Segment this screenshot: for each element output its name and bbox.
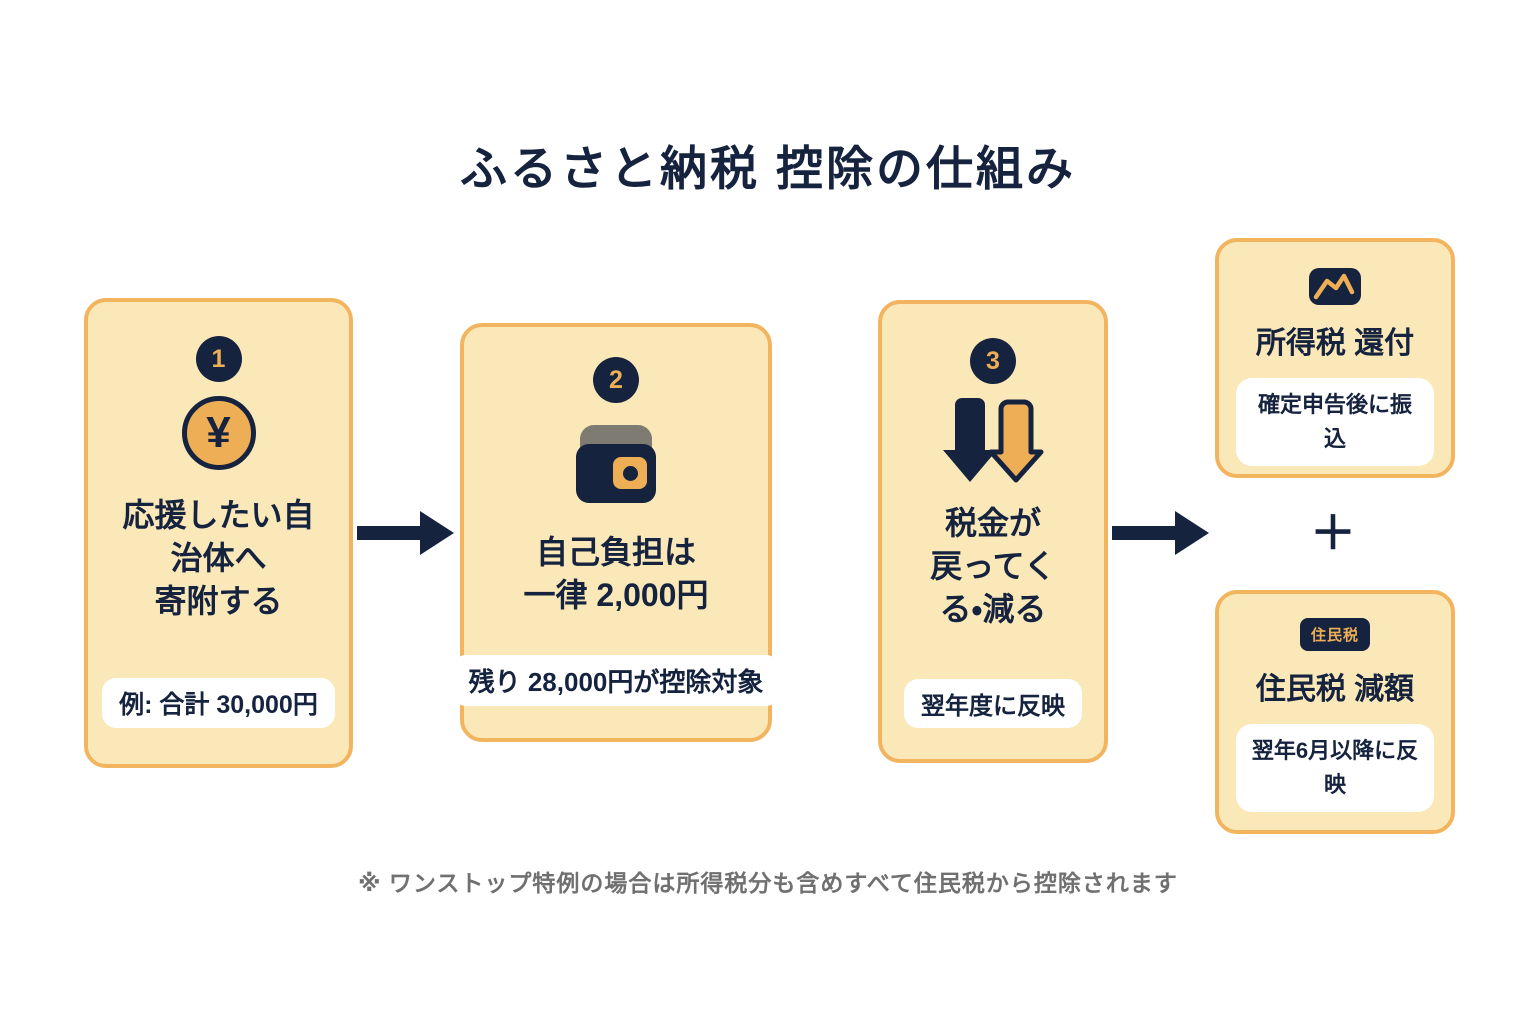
flow-arrow-2 xyxy=(1112,511,1209,555)
income-tax-note: 確定申告後に振込 xyxy=(1236,378,1434,467)
wallet-clasp xyxy=(613,457,647,489)
resident-tax-badge: 住民税 xyxy=(1299,618,1370,651)
double-down-arrows-icon xyxy=(943,398,1044,483)
result-card-income-tax: 所得税 還付 確定申告後に振込 xyxy=(1215,238,1455,478)
step-1-label: 応援したい自 治体へ 寄附する xyxy=(122,497,315,620)
income-tax-title: 所得税 還付 xyxy=(1255,327,1415,360)
step-2-note: 残り 28,000円が控除対象 xyxy=(451,655,781,706)
result-card-resident-tax: 住民税 住民税 減額 翌年6月以降に反映 xyxy=(1215,590,1455,834)
step-card-2: 2 自己負担は 一律 2,000円 残り 28,000円が控除対象 xyxy=(451,323,781,742)
footnote: ※ ワンストップ特例の場合は所得税分も含めすべて住民税から控除されます xyxy=(358,870,1178,896)
trend-line-icon xyxy=(1309,268,1361,305)
step-3-label: 税金が 戻ってく る・減る xyxy=(930,505,1056,628)
step-2-number-badge: 2 xyxy=(593,357,639,403)
plus-sign: ＋ xyxy=(1310,507,1356,559)
yen-coin-icon: ¥ xyxy=(181,396,256,470)
page-title: ふるさと納税 控除の仕組み xyxy=(459,142,1077,195)
wallet-icon xyxy=(576,425,656,503)
step-1-note: 例: 合計 30,000円 xyxy=(102,678,335,728)
flow-arrow-1 xyxy=(357,511,454,555)
step-3-note: 翌年度に反映 xyxy=(904,679,1082,728)
step-2-number: 2 xyxy=(609,365,623,394)
step-card-3: 3 税金が 戻ってく る・減る 翌年度に反映 xyxy=(878,300,1108,763)
yen-symbol: ¥ xyxy=(206,408,231,457)
resident-tax-note: 翌年6月以降に反映 xyxy=(1236,724,1434,813)
step-2-label: 自己負担は 一律 2,000円 xyxy=(523,534,709,614)
step-3-number-badge: 3 xyxy=(970,338,1016,384)
resident-tax-title: 住民税 減額 xyxy=(1255,673,1415,706)
step-card-1: 1 ¥ 応援したい自 治体へ 寄附する 例: 合計 30,000円 xyxy=(84,298,353,768)
step-1-number: 1 xyxy=(211,344,226,373)
step-3-number: 3 xyxy=(986,346,1000,375)
step-1-number-badge: 1 xyxy=(195,336,242,382)
wallet-clasp-dot xyxy=(622,465,638,481)
